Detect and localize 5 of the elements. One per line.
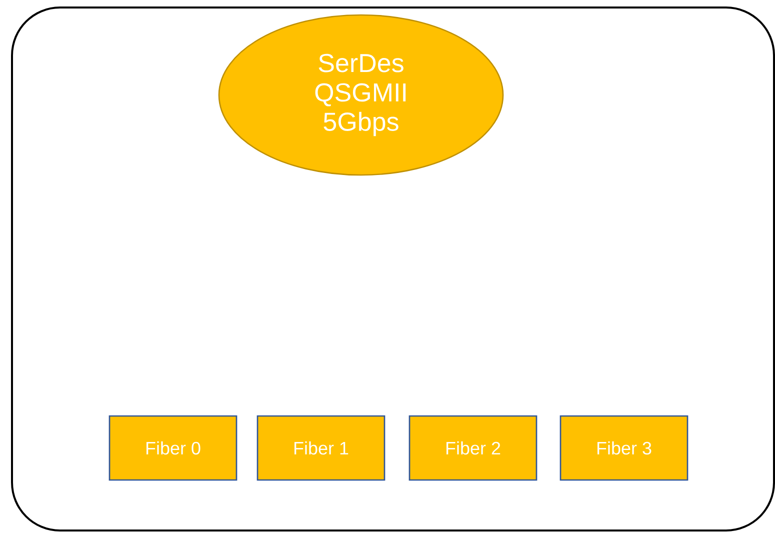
fiber-box: Fiber 2 <box>408 415 538 481</box>
outer-frame <box>11 6 775 532</box>
fiber-box: Fiber 1 <box>256 415 386 481</box>
fiber-box: Fiber 3 <box>560 415 688 481</box>
fiber-box: Fiber 0 <box>108 415 238 481</box>
